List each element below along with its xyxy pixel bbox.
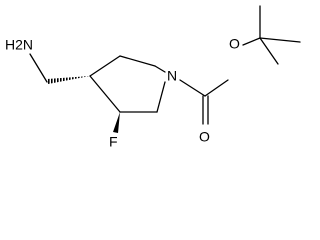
atom-label-ring-nitrogen: N: [167, 68, 177, 84]
atom-label-fluorine: F: [109, 134, 118, 150]
atom-label-amine: H2N: [5, 37, 33, 53]
bond-c3-c4: [89, 75, 121, 113]
bond-tbu-methyl-bottom: [259, 37, 279, 65]
bond-c4-c5: [89, 55, 121, 77]
bond-n1-carbonyl: [179, 79, 206, 97]
bond-n1-c2: [156, 81, 166, 113]
wedge-bond-c3-f: [113, 112, 120, 133]
hashed-wedge-bond-c4-ch2: [47, 76, 90, 84]
atom-label-carbonyl-oxygen: O: [199, 129, 210, 145]
atom-label-ester-oxygen: O: [229, 36, 240, 52]
bond-ch2-nh2: [29, 53, 48, 83]
bond-tbu-methyl-right: [259, 37, 301, 43]
bond-carbonyl-ester-o: [204, 79, 229, 97]
structure-svg: H2N N O O F: [5, 5, 301, 150]
bond-ester-o-tbu: [242, 37, 261, 46]
bond-c6-n1: [154, 65, 166, 73]
molecule-diagram: H2N N O O F: [5, 5, 301, 150]
bond-c5-c6: [119, 55, 156, 67]
